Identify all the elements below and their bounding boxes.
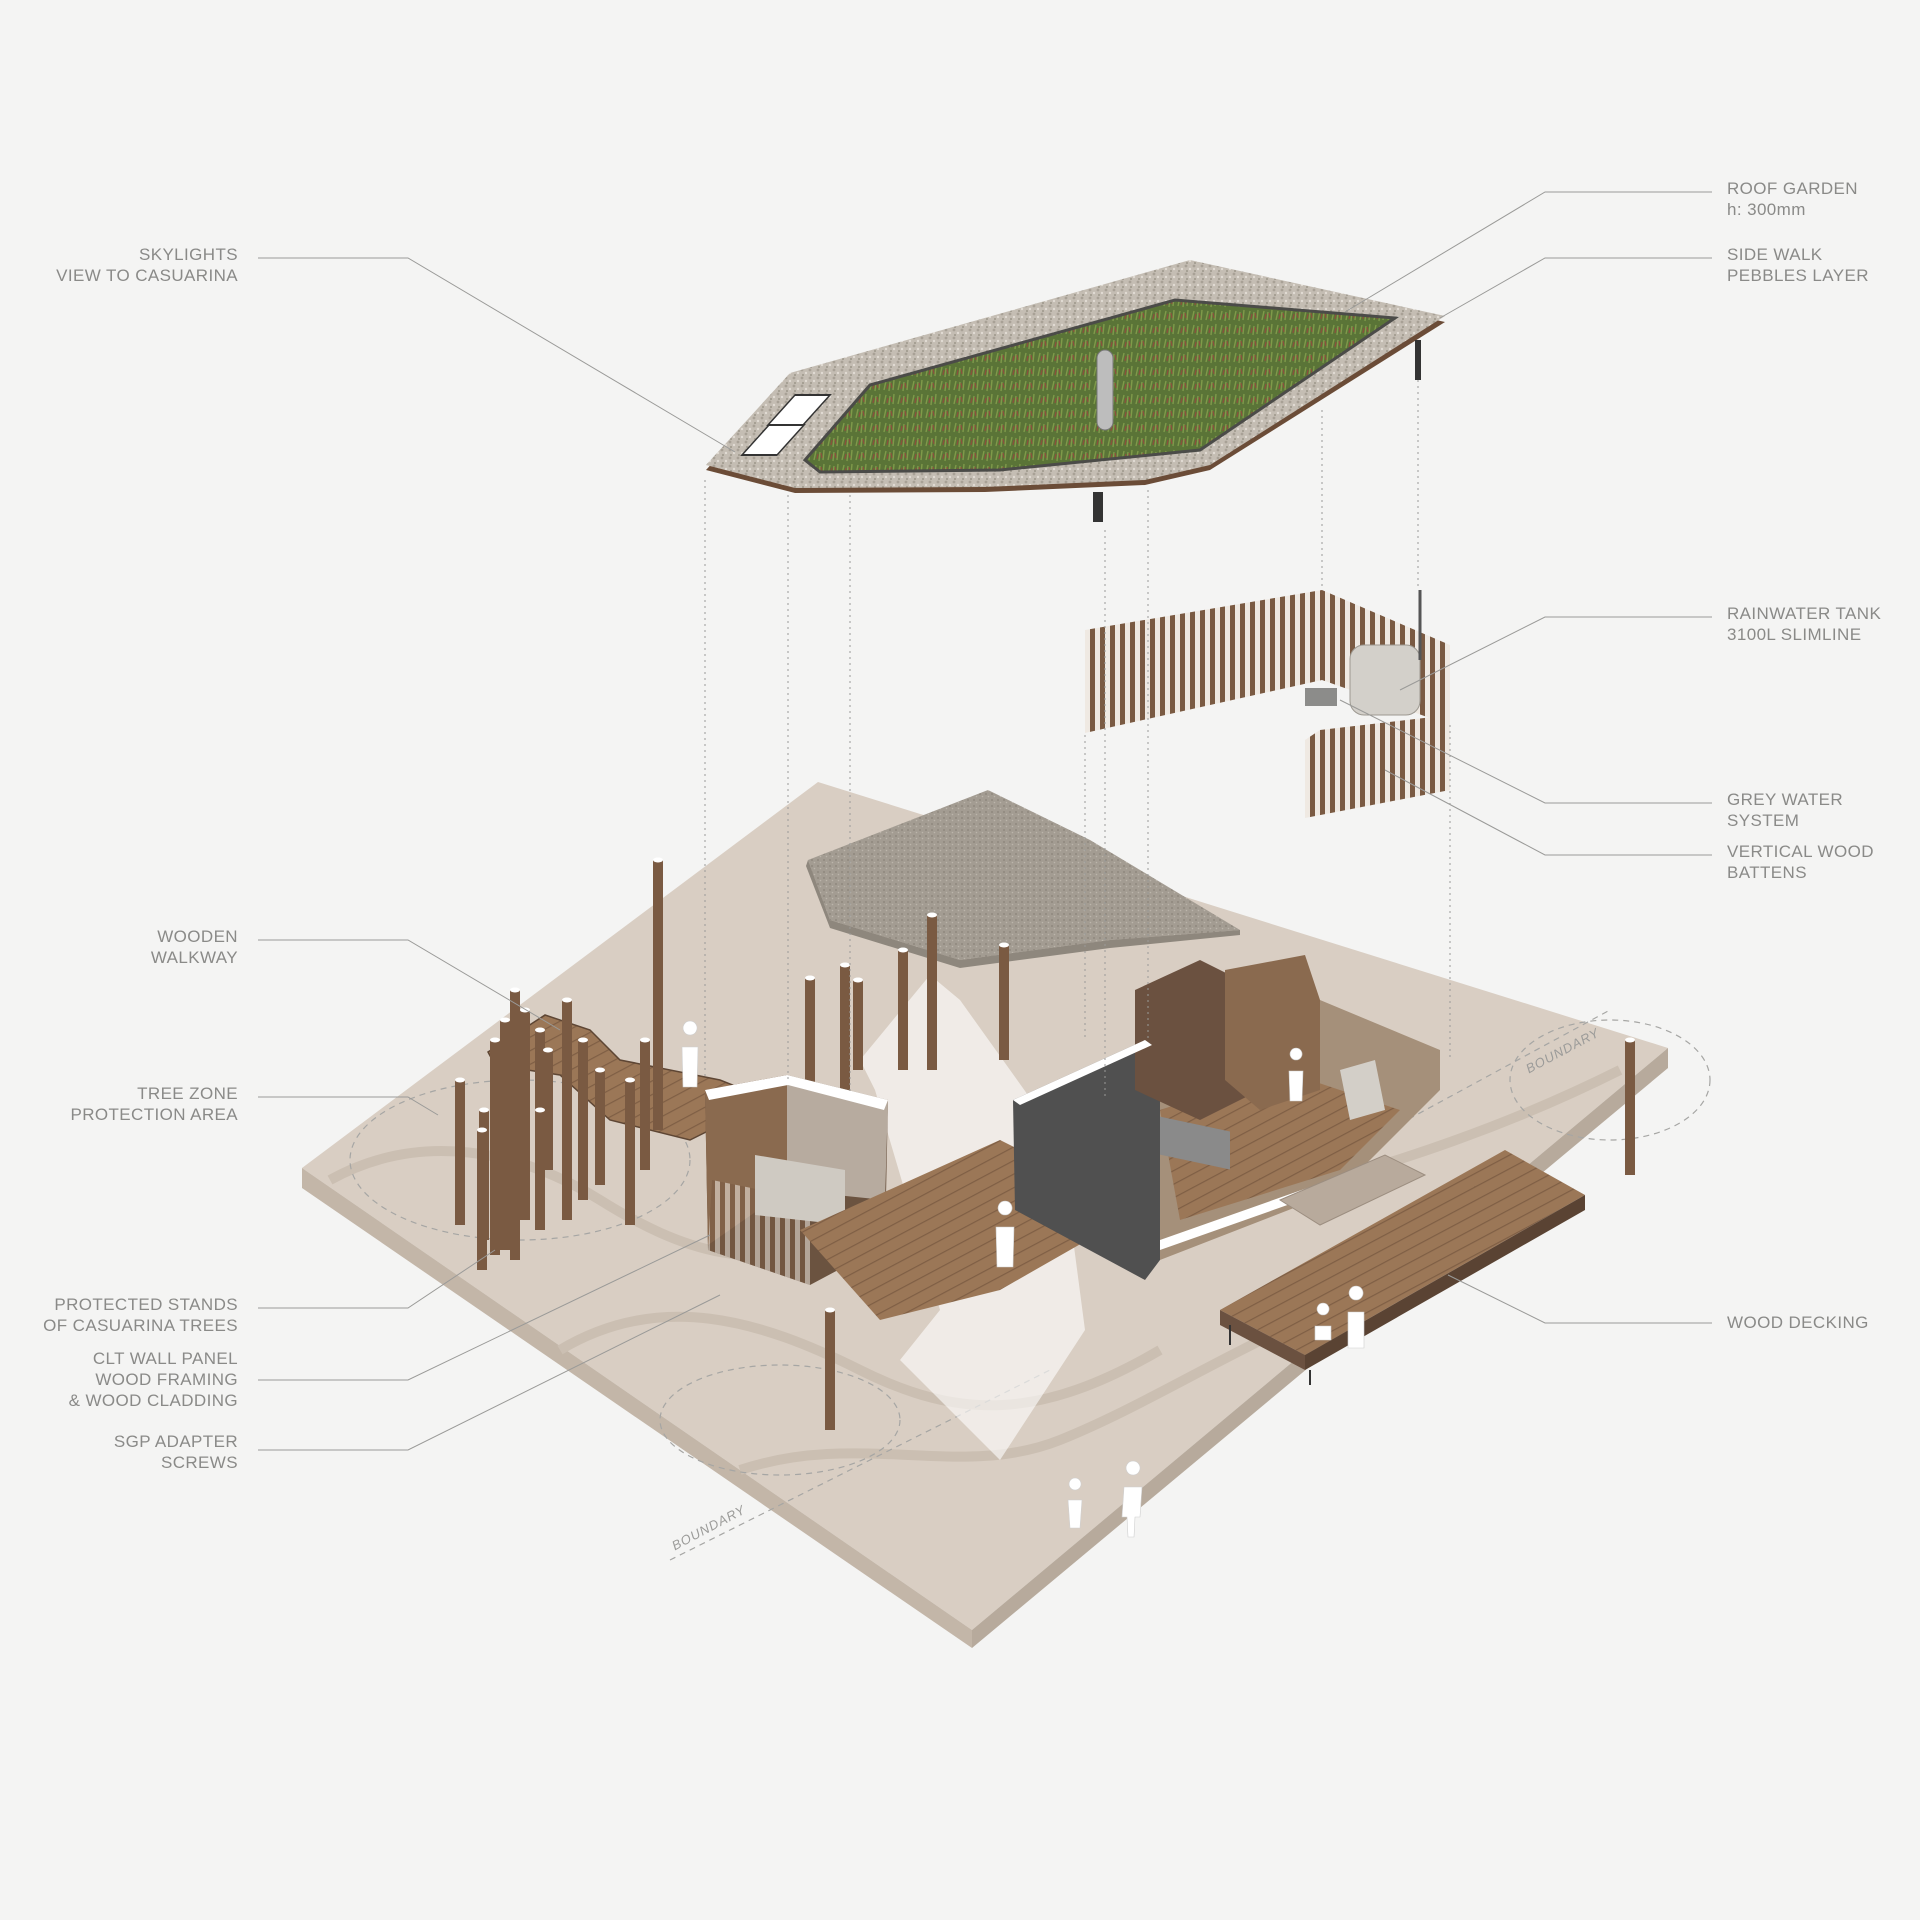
person-figure: [681, 1020, 699, 1088]
tree-trunk-top: [578, 1037, 588, 1043]
label-wood-decking: WOOD DECKING: [1727, 1313, 1869, 1332]
leader-skylights: [258, 257, 736, 453]
human-figures: [681, 1020, 1365, 1538]
main-living-module: [1013, 955, 1440, 1280]
leader-wooden-walkway: [258, 939, 561, 1031]
tree-trunk-top: [805, 975, 815, 981]
roof-downpipe: [1415, 340, 1421, 380]
tree-zone-outline: [1509, 1019, 1711, 1141]
leader-vertical-battens: [1384, 769, 1712, 856]
label-sgp-screws: SGP ADAPTER SCREWS: [113, 1432, 238, 1472]
tree-trunk-top: [479, 1107, 489, 1113]
rainwater-tank: [1349, 644, 1421, 716]
tree-trunk-top: [477, 1127, 487, 1133]
tree-trunk: [805, 978, 815, 1105]
tree-trunk-top: [898, 947, 908, 953]
label-rainwater-tank: RAINWATER TANK 3100L SLIMLINE: [1727, 604, 1882, 644]
tree-trunk: [490, 1040, 500, 1255]
person-figure: [1347, 1285, 1365, 1349]
tree-trunk-top: [562, 997, 572, 1003]
label-grey-water: GREY WATER SYSTEM: [1727, 790, 1844, 830]
tree-trunk-top: [999, 942, 1009, 948]
casuarina-tree-trunks: [455, 857, 1635, 1430]
tree-trunk-top: [535, 1107, 545, 1113]
tree-trunk-top: [927, 912, 937, 918]
tree-trunk: [840, 965, 850, 1105]
leader-sgp-screws: [258, 1294, 721, 1451]
tree-trunk: [653, 860, 663, 1130]
tree-trunk-top: [535, 1027, 545, 1033]
tree-trunk: [520, 1010, 530, 1220]
label-side-walk: SIDE WALK PEBBLES LAYER: [1727, 245, 1869, 285]
tree-trunk-top: [455, 1077, 465, 1083]
leader-wood-decking: [1447, 1274, 1712, 1324]
tree-trunk: [562, 1000, 572, 1220]
gravel-path-area: [808, 790, 1240, 960]
tree-trunk-top: [640, 1037, 650, 1043]
leader-grey-water: [1339, 699, 1712, 804]
person-figure: [1121, 1460, 1143, 1538]
tree-trunk-top: [825, 1307, 835, 1313]
tree-trunk-top: [840, 962, 850, 968]
label-vertical-battens: VERTICAL WOOD BATTENS: [1727, 842, 1874, 882]
tree-trunk: [595, 1070, 605, 1185]
label-tree-zone: TREE ZONE PROTECTION AREA: [70, 1084, 238, 1124]
tree-trunk: [510, 990, 520, 1260]
tree-zone-outline: [659, 1364, 901, 1476]
ground-left-side: [302, 1168, 972, 1648]
tree-trunk-top: [625, 1077, 635, 1083]
roof-downpipe: [1093, 492, 1103, 522]
leader-rainwater-tank: [1399, 616, 1712, 691]
tree-trunk-top: [1625, 1037, 1635, 1043]
tree-trunk-top: [510, 987, 520, 993]
wood-decking-platform: [1220, 1150, 1585, 1385]
terrain-contour: [557, 1311, 1163, 1411]
tree-trunk: [578, 1040, 588, 1200]
person-figure: [1314, 1302, 1332, 1341]
label-roof-garden: ROOF GARDEN h: 300mm: [1727, 179, 1858, 219]
tree-trunk: [543, 1050, 553, 1170]
tree-trunk: [853, 980, 863, 1070]
person-figure: [1288, 1047, 1304, 1102]
tree-trunk: [625, 1080, 635, 1225]
grey-water-unit: [1305, 688, 1337, 706]
tree-trunk-top: [853, 977, 863, 983]
leader-lines: [258, 191, 1712, 1451]
tree-trunk-top: [543, 1047, 553, 1053]
tree-trunk: [1625, 1040, 1635, 1175]
tree-trunk: [640, 1040, 650, 1170]
person-figure: [1067, 1477, 1083, 1529]
tree-trunk: [898, 950, 908, 1070]
person-figure: [995, 1200, 1015, 1268]
roof-vent-pipe: [1096, 349, 1114, 431]
entry-steps: [1278, 1154, 1427, 1226]
tree-trunk: [825, 1310, 835, 1430]
roof-garden-module: [706, 260, 1445, 522]
tree-trunk: [455, 1080, 465, 1225]
skylight-pane: [766, 394, 832, 426]
label-wooden-walkway: WOODEN WALKWAY: [150, 927, 238, 967]
label-clt-panel: CLT WALL PANEL WOOD FRAMING & WOOD CLADD…: [68, 1349, 238, 1410]
tree-trunk-top: [595, 1067, 605, 1073]
leader-clt-panel: [258, 1234, 711, 1381]
tree-trunk: [477, 1130, 487, 1270]
gravel-path-edge: [806, 860, 1240, 968]
tree-trunk-top: [653, 857, 663, 863]
tree-trunk: [535, 1110, 545, 1230]
tree-trunk-top: [490, 1037, 500, 1043]
leader-tree-zone: [258, 1096, 439, 1116]
tree-trunk: [927, 915, 937, 1070]
leader-roof-garden: [1344, 191, 1712, 313]
vertical-batten-screens: [1085, 590, 1450, 818]
leader-side-walk: [1439, 257, 1712, 319]
tree-trunk: [999, 945, 1009, 1060]
tree-trunk: [500, 1020, 510, 1250]
leader-protected-stands: [258, 1249, 496, 1309]
label-protected-stands: PROTECTED STANDS OF CASUARINA TREES: [43, 1295, 238, 1335]
tree-trunk-top: [500, 1017, 510, 1023]
label-skylights: SKYLIGHTS VIEW TO CASUARINA: [56, 245, 238, 285]
